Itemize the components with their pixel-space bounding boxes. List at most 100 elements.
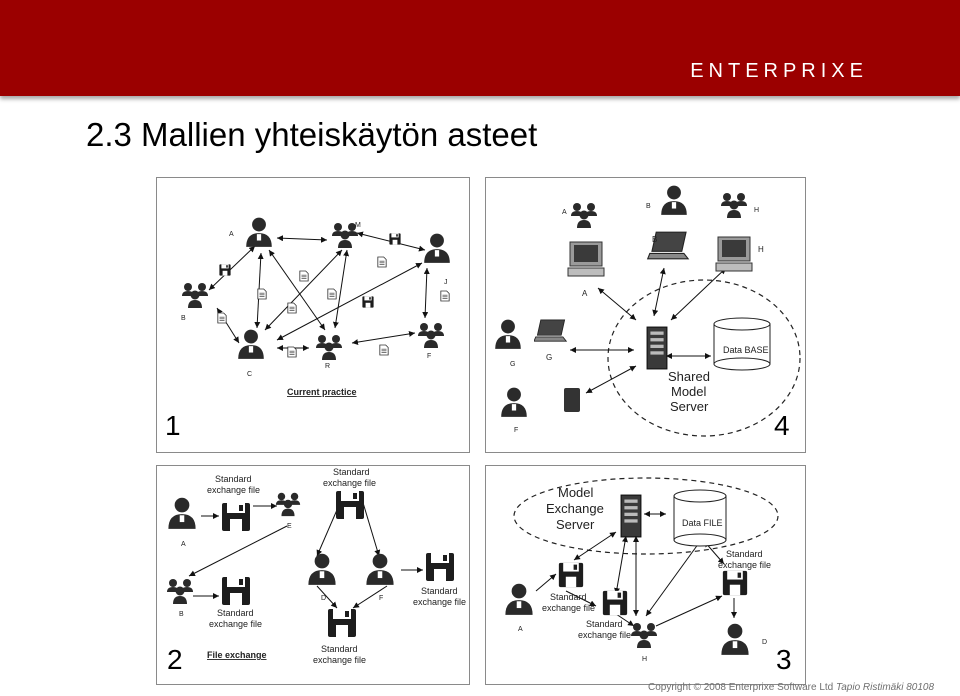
floppy-disk-icon <box>722 570 748 596</box>
node-label: A <box>181 541 186 548</box>
panel-number: 3 <box>776 644 792 675</box>
shared-server-diagram: Data BASE Shared Model Server A B H B H … <box>495 185 801 437</box>
group-icon <box>631 623 657 648</box>
floppy-disk-icon <box>222 577 250 605</box>
floppy-disk-icon <box>426 553 454 581</box>
group-icon <box>571 203 597 228</box>
node-label: J <box>444 279 448 286</box>
file-label: Standard <box>321 644 358 654</box>
floppy-disk-icon <box>328 609 356 637</box>
disk-icon <box>362 296 374 308</box>
node-label: B <box>646 203 651 210</box>
node-label: A <box>562 209 567 216</box>
server-icon <box>646 326 668 370</box>
file-label: exchange file <box>207 485 260 495</box>
panel-shared-model-server: Data BASE Shared Model Server A B H B H … <box>485 177 806 453</box>
person-icon <box>721 623 749 655</box>
document-icon <box>287 346 297 358</box>
person-icon <box>238 329 264 359</box>
document-icon <box>440 290 450 302</box>
file-label: Standard <box>421 586 458 596</box>
floppy-disk-icon <box>558 562 584 588</box>
file-label: Standard <box>333 467 370 477</box>
group-icon <box>418 323 444 348</box>
node-label: F <box>427 353 431 360</box>
database-label: Data BASE <box>723 345 769 355</box>
node-label: A <box>582 289 588 298</box>
panel-number: 4 <box>774 410 790 441</box>
node-label: G <box>510 361 515 368</box>
group-icon <box>721 193 747 218</box>
file-label: Standard <box>215 474 252 484</box>
file-label: exchange file <box>413 597 466 607</box>
document-icon <box>217 312 227 324</box>
person-icon <box>501 387 527 417</box>
person-icon <box>424 233 450 263</box>
node-label: H <box>758 245 764 254</box>
node-label: B <box>179 611 184 618</box>
document-icon <box>287 302 297 314</box>
node-label: A <box>518 626 523 633</box>
server-label-line: Server <box>670 399 709 414</box>
model-exchange-diagram: Data FILE Model Exchange Server Standard… <box>505 477 779 663</box>
person-icon <box>495 319 521 349</box>
server-label-line: Exchange <box>546 501 604 516</box>
file-label: exchange file <box>578 630 631 640</box>
file-label: exchange file <box>323 478 376 488</box>
panel-model-exchange-server: Data FILE Model Exchange Server Standard… <box>485 465 806 685</box>
desktop-computer-icon <box>567 241 605 277</box>
floppy-disk-icon <box>336 491 364 519</box>
desktop-computer-icon <box>715 236 753 272</box>
server-label-line: Model <box>558 485 594 500</box>
disk-icon <box>389 233 401 245</box>
laptop-icon <box>534 319 567 342</box>
file-label: exchange file <box>313 655 366 665</box>
group-icon <box>275 492 301 517</box>
node-label: E <box>287 523 292 530</box>
copyright-text: Copyright © 2008 Enterprixe Software Ltd <box>648 682 834 693</box>
document-icon <box>327 288 337 300</box>
panel-number: 2 <box>167 644 183 675</box>
person-icon <box>168 497 196 529</box>
node-label: H <box>754 207 759 214</box>
datafile-icon <box>673 489 727 547</box>
node-label: M <box>355 222 361 229</box>
datafile-label: Data FILE <box>682 518 723 528</box>
panel-number: 1 <box>165 410 181 441</box>
page-title: 2.3 Mallien yhteiskäytön asteet <box>86 116 538 153</box>
file-label: exchange file <box>209 619 262 629</box>
group-icon <box>167 579 193 604</box>
file-label: Standard <box>217 608 254 618</box>
person-icon <box>246 217 272 247</box>
node-label: D <box>762 639 767 646</box>
brand-logo: ENTERPRIXE <box>690 60 868 82</box>
file-label: Standard <box>586 619 623 629</box>
document-icon <box>299 270 309 282</box>
file-label: Standard <box>726 549 763 559</box>
database-icon <box>713 317 771 371</box>
node-label: A <box>229 231 234 238</box>
disk-icon <box>219 264 231 276</box>
floppy-disk-icon <box>222 503 250 531</box>
panel-file-exchange: Standard exchange file Standard exchange… <box>156 465 470 685</box>
panel-caption: Current practice <box>287 387 357 397</box>
node-label: D <box>321 595 326 602</box>
current-practice-diagram: A M B C R F J Current practice <box>181 217 450 397</box>
node-label: G <box>546 353 552 362</box>
floppy-disk-icon <box>602 590 628 616</box>
node-label: H <box>642 656 647 663</box>
node-label: B <box>181 315 186 322</box>
node-label: R <box>325 363 330 370</box>
file-label: Standard <box>550 592 587 602</box>
file-label: exchange file <box>542 603 595 613</box>
person-icon <box>308 553 336 585</box>
document-icon <box>379 344 389 356</box>
person-icon <box>505 583 533 615</box>
file-label: exchange file <box>718 560 771 570</box>
server-label-line: Model <box>671 384 707 399</box>
file-exchange-diagram: Standard exchange file Standard exchange… <box>167 467 466 665</box>
server-icon <box>620 494 642 538</box>
person-icon <box>366 553 394 585</box>
document-icon <box>377 256 387 268</box>
node-label: B <box>652 235 657 244</box>
